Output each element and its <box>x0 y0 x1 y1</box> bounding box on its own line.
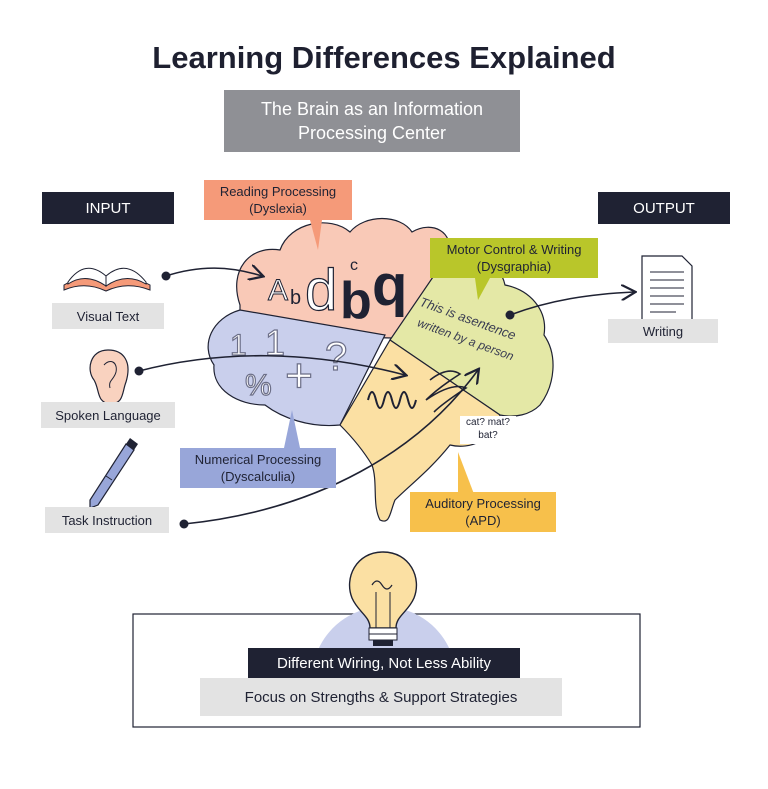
pen-icon <box>90 438 138 508</box>
footer-subline: Focus on Strengths & Support Strategies <box>200 678 562 716</box>
callout-numerical-line-1: Numerical Processing <box>195 451 321 468</box>
word-note: cat? mat? bat? <box>460 416 516 444</box>
callout-motor-line-1: Motor Control & Writing <box>447 241 582 258</box>
input-label-task-instruction: Task Instruction <box>45 507 169 533</box>
math-percent: % <box>245 369 272 402</box>
word-note-line-2: bat? <box>460 429 516 442</box>
callout-numerical-line-2: (Dyscalculia) <box>221 468 295 485</box>
callout-reading-line-1: Reading Processing <box>220 183 336 200</box>
callout-auditory-processing: Auditory Processing (APD) <box>410 492 556 532</box>
input-label-spoken-language: Spoken Language <box>41 402 175 428</box>
ear-icon <box>90 350 128 404</box>
word-note-line-1: cat? mat? <box>460 416 516 429</box>
callout-motor-line-2: (Dysgraphia) <box>477 258 551 275</box>
footer-headline: Different Wiring, Not Less Ability <box>248 648 520 678</box>
callout-numerical-processing: Numerical Processing (Dyscalculia) <box>180 448 336 488</box>
callout-reading-processing: Reading Processing (Dyslexia) <box>204 180 352 220</box>
callout-motor-control: Motor Control & Writing (Dysgraphia) <box>430 238 598 278</box>
output-header: OUTPUT <box>598 192 730 224</box>
letter-a: A <box>268 274 288 307</box>
letter-d-outline: d <box>305 258 337 323</box>
input-header: INPUT <box>42 192 174 224</box>
output-label-writing: Writing <box>608 319 718 343</box>
letter-b-small: b <box>290 287 301 309</box>
input-label-visual-text: Visual Text <box>52 303 164 329</box>
letter-b-bold: b <box>340 272 372 330</box>
auditory-callout-pointer <box>458 452 474 494</box>
math-one-b: 1 <box>265 322 285 363</box>
callout-reading-line-2: (Dyslexia) <box>249 200 307 217</box>
math-question: ? <box>325 335 347 379</box>
open-book-icon <box>64 268 150 291</box>
callout-auditory-line-2: (APD) <box>465 512 500 529</box>
document-icon <box>642 256 692 320</box>
callout-auditory-line-1: Auditory Processing <box>425 495 541 512</box>
letter-q: q <box>372 253 407 318</box>
